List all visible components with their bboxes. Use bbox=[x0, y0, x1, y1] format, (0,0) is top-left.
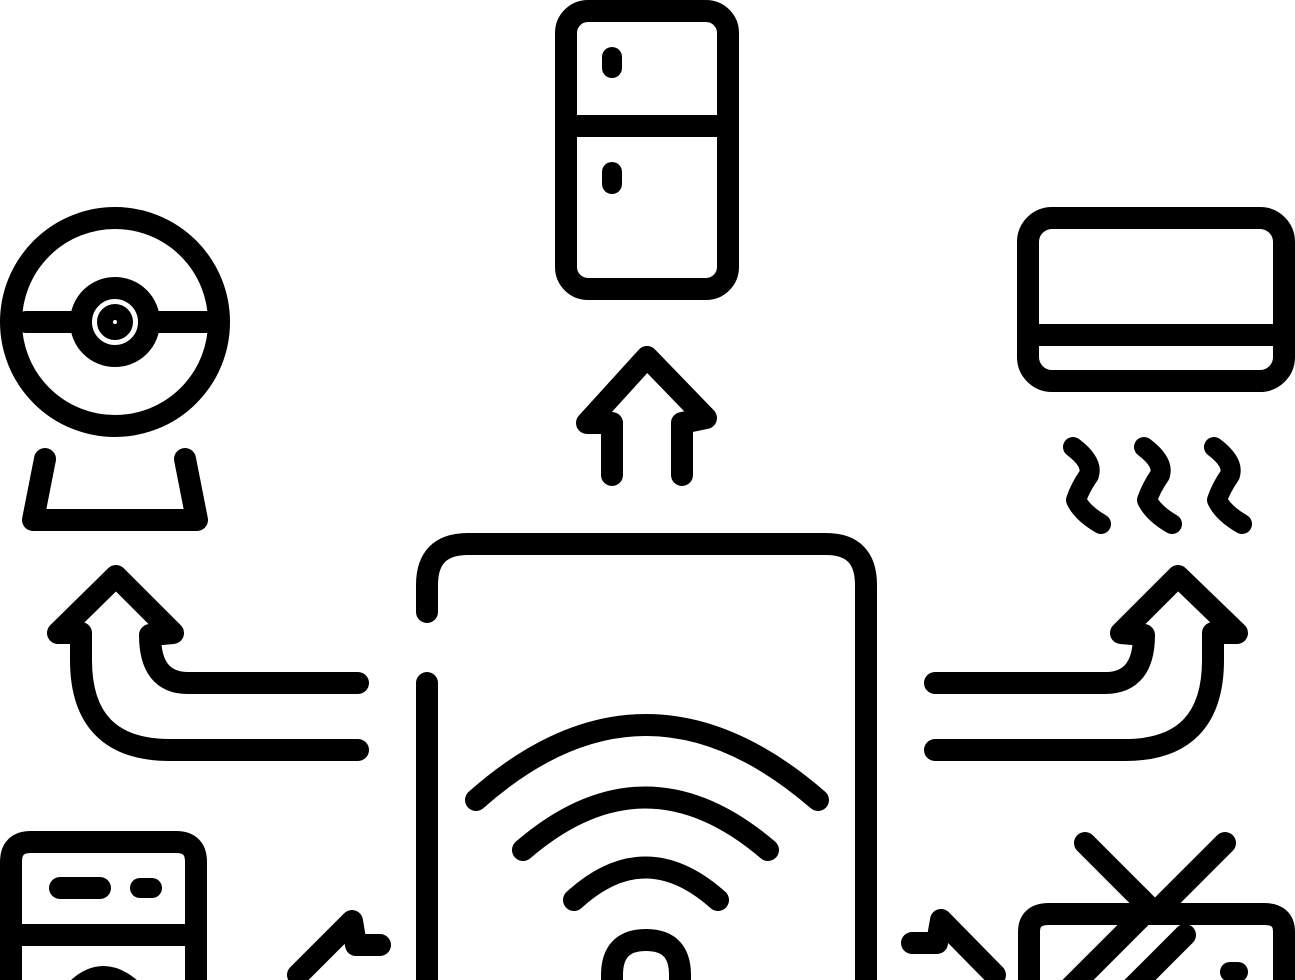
television-icon bbox=[1018, 832, 1295, 980]
arrow-down-left-icon bbox=[287, 910, 391, 980]
smart-hub-wifi-icon bbox=[416, 533, 877, 980]
arrow-up-icon bbox=[576, 346, 717, 486]
air-conditioner-icon bbox=[1017, 207, 1295, 534]
airflow-wave-1 bbox=[1063, 437, 1111, 534]
refrigerator-icon bbox=[555, 0, 739, 300]
airflow-wave-2 bbox=[1134, 437, 1182, 534]
wifi-wave-middle bbox=[512, 786, 779, 861]
washing-machine-icon bbox=[0, 831, 207, 980]
arrow-curved-up-right-icon bbox=[924, 565, 1248, 761]
washer-door bbox=[71, 966, 137, 980]
airflow-wave-3 bbox=[1204, 437, 1252, 534]
webcam-icon bbox=[0, 207, 230, 531]
wifi-wave-inner bbox=[563, 856, 729, 911]
arrow-curved-up-left-icon bbox=[47, 565, 369, 761]
wifi-dot bbox=[601, 929, 691, 980]
arrow-down-right-icon bbox=[901, 909, 1006, 980]
wifi-wave-outer bbox=[465, 714, 829, 811]
